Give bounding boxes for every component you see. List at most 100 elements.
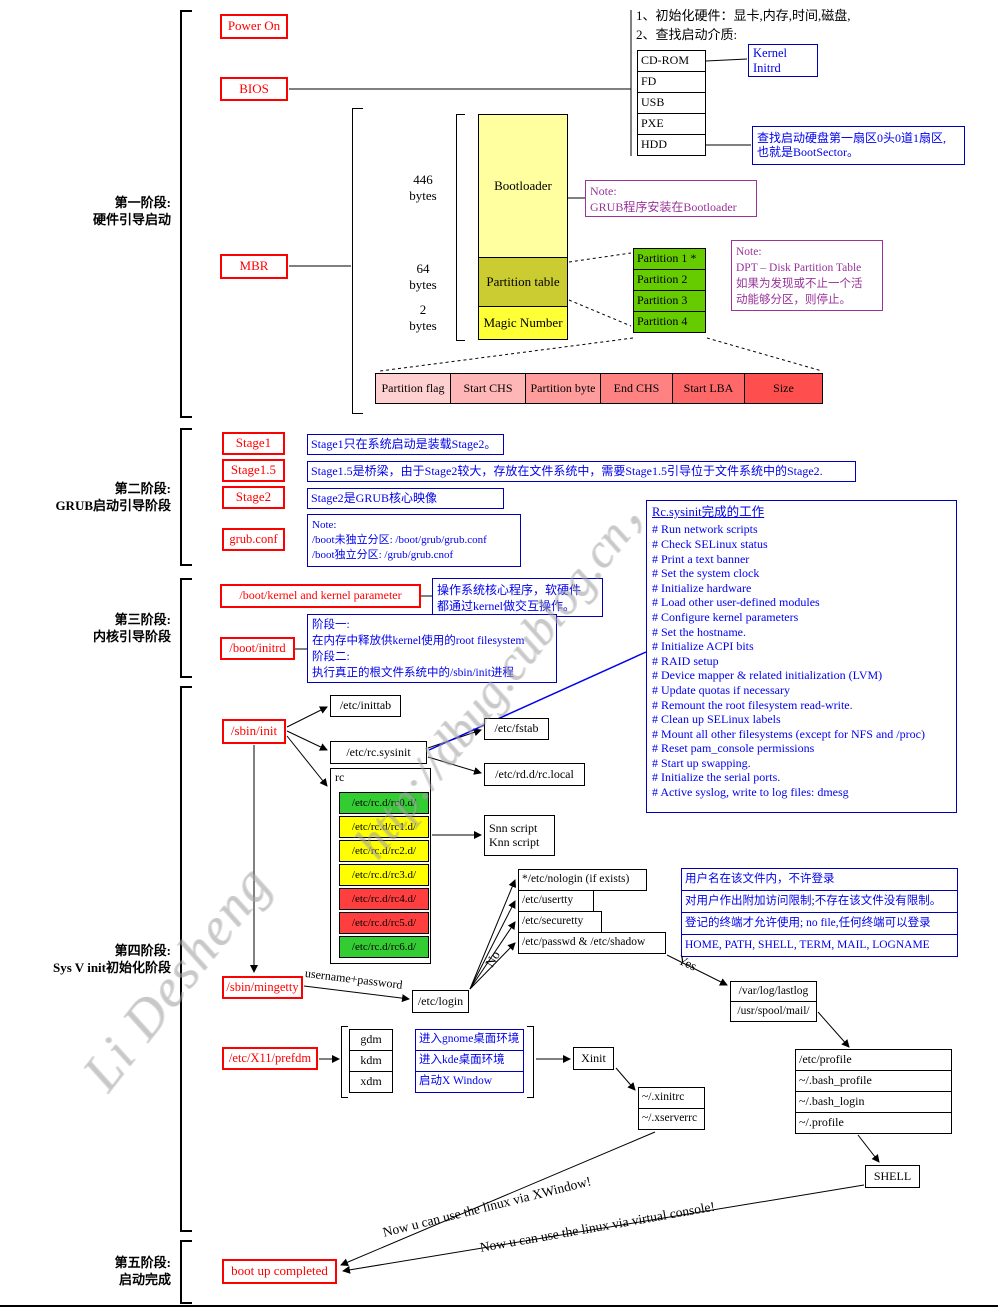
line-sysinitpanel-to-rcsysinit <box>428 651 647 751</box>
media-cdrom-box: CD-ROM <box>637 50 706 72</box>
rc5-dir-box: /etc/rc.d/rc5.d/ <box>339 912 429 934</box>
stage1-desc-box: Stage1只在系统启动是装载Stage2。 <box>307 434 504 455</box>
mbr-box: MBR <box>220 254 288 279</box>
rc3-dir-box: /etc/rc.d/rc3.d/ <box>339 864 429 886</box>
stage2-bracket <box>180 428 192 566</box>
partition-3-box: Partition 3 <box>633 290 706 312</box>
stage5-label: 第五阶段: 启动完成 <box>5 1254 171 1288</box>
xdm-box: xdm <box>349 1071 393 1093</box>
rc2-dir-box: /etc/rc.d/rc2.d/ <box>339 840 429 862</box>
size-64-value: 64 <box>416 261 430 276</box>
grub-note-line2: GRUB程序安装在Bootloader <box>590 199 737 214</box>
usr-spool-mail-box: /usr/spool/mail/ <box>730 1001 817 1022</box>
etc-passwd-shadow-box: /etc/passwd & /etc/shadow <box>518 932 666 954</box>
stage4-label-line1: 第四阶段: <box>114 943 171 958</box>
xinitrc-box: ~/.xinitrc <box>638 1087 705 1109</box>
profile-box: ~/.profile <box>795 1112 952 1134</box>
size-446-unit: bytes <box>409 188 437 203</box>
etc-rc-sysinit-box: /etc/rc.sysinit <box>330 741 427 764</box>
rc-sysinit-tasks-title: Rc.sysinit完成的工作 <box>652 505 765 519</box>
dm-right-bracket <box>527 1026 534 1098</box>
kernel-initrd-line2: Initrd <box>753 60 781 75</box>
bootsector-note-line2: 也就是BootSector。 <box>757 144 859 159</box>
etc-nologin-box: */etc/nologin (if exists) <box>518 869 647 891</box>
etc-login-box: /etc/login <box>412 990 469 1013</box>
initrd-desc-line1: 阶段一: <box>312 618 350 631</box>
size-64-bytes: 64 bytes <box>397 261 449 293</box>
sysinit-task: # Initialize the serial ports. <box>652 770 781 785</box>
arrow-rcsysinit-to-rclocal <box>427 756 482 775</box>
etc-securetty-box: /etc/securetty <box>518 911 602 933</box>
stage3-bracket <box>180 578 192 678</box>
partition-2-box: Partition 2 <box>633 269 706 291</box>
bash-login-box: ~/.bash_login <box>795 1091 952 1113</box>
rc-sysinit-tasks-panel: Rc.sysinit完成的工作 # Run network scripts # … <box>646 500 957 813</box>
stage3-label-line1: 第三阶段: <box>114 612 171 627</box>
sysinit-task: # Set the system clock <box>652 566 760 581</box>
stage4-label: 第四阶段: Sys V init初始化阶段 <box>5 942 171 976</box>
sbin-mingetty-box: /sbin/mingetty <box>222 976 303 999</box>
initrd-desc-box: 阶段一: 在内存中释放供kernel使用的root filesystem 阶段二… <box>307 614 557 683</box>
kernel-desc-line1: 操作系统核心程序，软硬件 <box>437 582 582 597</box>
stage4-bracket <box>180 686 192 1232</box>
grub-note-box: Note: GRUB程序安装在Bootloader <box>585 180 757 217</box>
etc-profile-box: /etc/profile <box>795 1049 952 1071</box>
usertty-desc-box: 对用户作出附加访问限制;不存在该文件没有限制。 <box>681 890 958 913</box>
stage5-label-line2: 启动完成 <box>118 1272 171 1287</box>
entry-field-partition-flag: Partition flag <box>375 373 451 404</box>
kernel-desc-box: 操作系统核心程序，软硬件 都通过kernel做交互操作。 <box>432 578 603 617</box>
kernel-initrd-line1: Kernel <box>753 46 788 61</box>
arrow-init-to-inittab <box>286 706 328 728</box>
sysinit-task: # Check SELinux status <box>652 536 768 551</box>
kde-desc-box: 进入kde桌面环境 <box>415 1050 524 1072</box>
bios-note-2: 2、查找启动介质: <box>636 27 738 42</box>
sysinit-task: # Active syslog, write to log files: dme… <box>652 785 849 800</box>
kdm-box: kdm <box>349 1050 393 1072</box>
stage1-box: Stage1 <box>222 432 285 455</box>
dpt-note-line3: 如果为发现或不止一个活 <box>736 277 863 290</box>
stage5-label-line1: 第五阶段: <box>114 1255 171 1270</box>
knn-script-line: Knn script <box>489 834 540 849</box>
bios-notes: 1、初始化硬件：显卡,内存,时间,磁盘, 2、查找启动介质: <box>636 6 851 44</box>
sysinit-task: # Print a text banner <box>652 551 750 566</box>
rc0-dir-box: /etc/rc.d/rc0.d/ <box>339 792 429 814</box>
arrow-login-to-nologin <box>469 879 517 990</box>
bottom-border-line <box>0 1305 998 1307</box>
boot-kernel-box: /boot/kernel and kernel parameter <box>220 584 421 608</box>
stage5-bracket <box>180 1240 192 1304</box>
power-on-box: Power On <box>220 14 288 39</box>
etc-usertty-box: /etc/usertty <box>518 890 594 912</box>
sbin-init-box: /sbin/init <box>222 719 286 744</box>
xserverrc-box: ~/.xserverrc <box>638 1108 705 1130</box>
arrow-lastlog-to-profile <box>817 1011 850 1048</box>
grub-conf-note-line1: Note: <box>312 519 337 531</box>
nologin-desc-box: 用户名在该文件内，不许登录 <box>681 868 958 891</box>
boot-initrd-box: /boot/initrd <box>220 637 295 660</box>
sysinit-task: # Start up swapping. <box>652 755 751 770</box>
sysinit-task: # Initialize hardware <box>652 580 752 595</box>
magic-number-box: Magic Number <box>478 306 568 340</box>
grub-note-line1: Note: <box>590 183 617 198</box>
dotted-partition-to-entry-left <box>379 337 634 372</box>
sysinit-task: # Initialize ACPI bits <box>652 639 754 654</box>
arrow-mingetty-to-login <box>303 985 410 1003</box>
gdm-box: gdm <box>349 1029 393 1051</box>
dotted-ptable-to-partition1 <box>568 252 632 263</box>
snn-knn-script-box: Snn script Knn script <box>484 815 555 856</box>
sysinit-task: # RAID setup <box>652 653 719 668</box>
dm-left-bracket <box>341 1026 348 1098</box>
bootloader-box: Bootloader <box>478 114 568 258</box>
stage15-desc-box: Stage1.5是桥梁，由于Stage2较大，存放在文件系统中，需要Stage1… <box>307 461 856 482</box>
arrow-login-to-securetty <box>469 921 516 990</box>
arrow-init-to-rc <box>286 735 328 787</box>
entry-field-end-chs: End CHS <box>600 373 673 404</box>
dotted-partition-to-entry-right <box>706 337 823 372</box>
size-64-unit: bytes <box>409 277 437 292</box>
sysinit-task: # Run network scripts <box>652 522 758 537</box>
initrd-desc-line3: 阶段二: <box>312 650 350 663</box>
arrow-login-to-passwd <box>469 942 516 990</box>
stage2-desc-box: Stage2是GRUB核心映像 <box>307 488 504 509</box>
shell-box: SHELL <box>865 1165 920 1188</box>
sysinit-task: # Device mapper & related initialization… <box>652 668 883 683</box>
stage3-label-line2: 内核引导阶段 <box>92 629 171 644</box>
